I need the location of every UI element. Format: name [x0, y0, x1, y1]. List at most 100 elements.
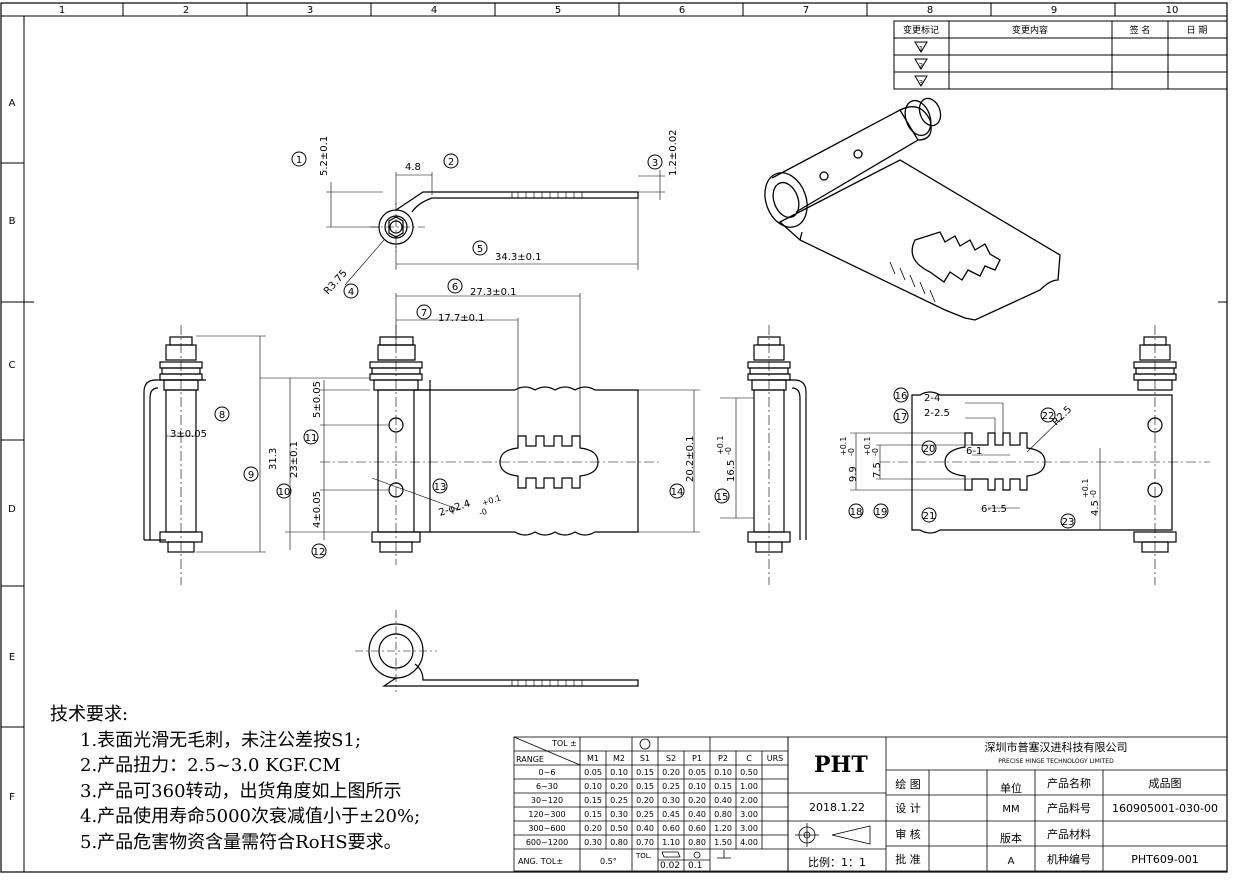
- tol-header-m2: M2: [613, 754, 625, 763]
- svg-text:16: 16: [895, 391, 908, 402]
- tol-cell: 0.10: [714, 768, 732, 777]
- svg-text:6: 6: [452, 282, 458, 293]
- tol-cell: 1.50: [714, 838, 732, 847]
- balloon-17: 17: [893, 408, 909, 424]
- dim-15-tol-lower: -0: [724, 447, 733, 455]
- balloon-7: 7: [416, 304, 432, 320]
- tol-cell: 0.05: [688, 768, 706, 777]
- balloon-4: 4: [343, 283, 359, 299]
- tech-requirement-3: 3.产品可360转动，出货角度如上图所示: [80, 780, 402, 802]
- grid-row-E: E: [9, 652, 15, 663]
- svg-text:10: 10: [278, 487, 291, 498]
- tol-range-label: 6~30: [536, 782, 558, 791]
- svg-text:5: 5: [477, 244, 483, 255]
- grid-col-10: 10: [1166, 5, 1179, 16]
- grid-row-D: D: [8, 504, 16, 515]
- rev-header-sign: 签 名: [1130, 24, 1151, 36]
- tol-cell: 0.70: [636, 838, 654, 847]
- tol-cell: 0.30: [662, 796, 680, 805]
- tol-flatness-value: 0.02: [660, 861, 680, 871]
- dim-9: 31.3: [268, 448, 279, 470]
- tol-cell: 3.00: [740, 824, 758, 833]
- company-name-en: PRECISE HINGE TECHNOLOGY LIMITED: [998, 758, 1114, 765]
- svg-text:11: 11: [305, 433, 318, 444]
- tol-cell: 0.45: [662, 810, 680, 819]
- tech-requirement-4: 4.产品使用寿命5000次衰减值小于±20%;: [80, 806, 421, 827]
- dim-5: 34.3±0.1: [495, 252, 542, 263]
- tol-tol-label: TOL.: [635, 852, 652, 860]
- tol-cell: 0.15: [636, 768, 654, 777]
- tol-cell: 0.10: [610, 768, 628, 777]
- tol-cell: 3.00: [740, 810, 758, 819]
- label-model-number: 机种编号: [1047, 852, 1091, 866]
- svg-text:2: 2: [448, 157, 454, 168]
- dim-17: 2-2.5: [924, 408, 950, 419]
- tol-cell: 0.05: [584, 768, 602, 777]
- right-side-view: [720, 325, 807, 585]
- revision-table: 变更标记 变更内容 签 名 日 期 1 2 3: [893, 20, 1228, 90]
- tol-cell: 0.80: [714, 810, 732, 819]
- tol-cell: 0.30: [610, 810, 628, 819]
- tol-cell: 0.30: [584, 838, 602, 847]
- svg-text:17: 17: [895, 412, 908, 423]
- perpendicular-symbol: [717, 850, 731, 859]
- label-product-number: 产品料号: [1047, 801, 1091, 815]
- tol-cell: 0.20: [688, 796, 706, 805]
- grid-row-F: F: [9, 792, 15, 803]
- dim-13: 2-φ2.4: [438, 498, 472, 518]
- company-logo: PHT: [814, 752, 868, 778]
- label-unit: 单位: [1000, 781, 1022, 795]
- balloon-19: 19: [873, 503, 889, 519]
- tol-cell: 0.40: [636, 824, 654, 833]
- grid-row-A: A: [9, 98, 16, 109]
- tol-header-urs: URS: [767, 754, 784, 763]
- tol-cell: 0.15: [584, 810, 602, 819]
- tol-angle-value: 0.5°: [600, 857, 617, 866]
- dim-7-5-tol-upper: +0.1: [863, 437, 872, 456]
- tol-cell: 0.20: [584, 824, 602, 833]
- rear-view: [850, 325, 1210, 585]
- dim-9-9-tol-upper: +0.1: [839, 437, 848, 456]
- svg-text:15: 15: [716, 492, 729, 503]
- svg-text:9: 9: [248, 470, 254, 481]
- company-name-cn: 深圳市普塞汉进科技有限公司: [985, 740, 1128, 754]
- grid-col-4: 4: [431, 5, 437, 16]
- tol-range-label: 300~600: [528, 824, 565, 833]
- tol-cell: 0.25: [610, 796, 628, 805]
- balloon-13: 13: [432, 478, 448, 494]
- tol-cell: 4.00: [740, 838, 758, 847]
- dim-4-5-tol-upper: +0.1: [1081, 479, 1090, 498]
- svg-text:19: 19: [875, 507, 888, 518]
- tol-header-s2: S2: [666, 754, 676, 763]
- svg-text:23: 23: [1062, 517, 1075, 528]
- dim-20: 6-1: [966, 446, 982, 457]
- tol-position-value: 0.1: [688, 861, 702, 871]
- tol-cell: 0.50: [610, 824, 628, 833]
- dim-8: 3±0.05: [170, 429, 207, 440]
- grid-col-5: 5: [555, 5, 561, 16]
- label-check: 审 核: [895, 827, 921, 841]
- balloon-15: 15: [714, 488, 730, 504]
- version-value: A: [1008, 856, 1015, 867]
- label-approve: 批 准: [895, 852, 921, 866]
- balloon-2: 2: [443, 153, 459, 169]
- tol-cell: 1.00: [740, 782, 758, 791]
- label-product-material: 产品材料: [1047, 827, 1091, 841]
- balloon-6: 6: [447, 278, 463, 294]
- dim-9-9-tol-lower: -0: [847, 448, 856, 456]
- tol-cell: 0.15: [714, 782, 732, 791]
- balloon-9: 9: [243, 466, 259, 482]
- left-side-view: [143, 325, 266, 585]
- tol-header-p1: P1: [692, 754, 702, 763]
- dim-7-5: 7.5: [872, 462, 883, 478]
- dim-1: 5.2±0.1: [319, 136, 330, 176]
- tol-cell: 0.60: [662, 824, 680, 833]
- grid-col-1: 1: [59, 5, 65, 16]
- tol-cell: 0.10: [688, 782, 706, 791]
- balloon-23: 23: [1060, 513, 1076, 529]
- tol-header-m1: M1: [587, 754, 599, 763]
- grid-row-C: C: [9, 360, 16, 371]
- label-design: 设 计: [895, 802, 921, 815]
- dim-4-5-tol-lower: -0: [1089, 490, 1098, 498]
- tol-cell: 0.15: [636, 782, 654, 791]
